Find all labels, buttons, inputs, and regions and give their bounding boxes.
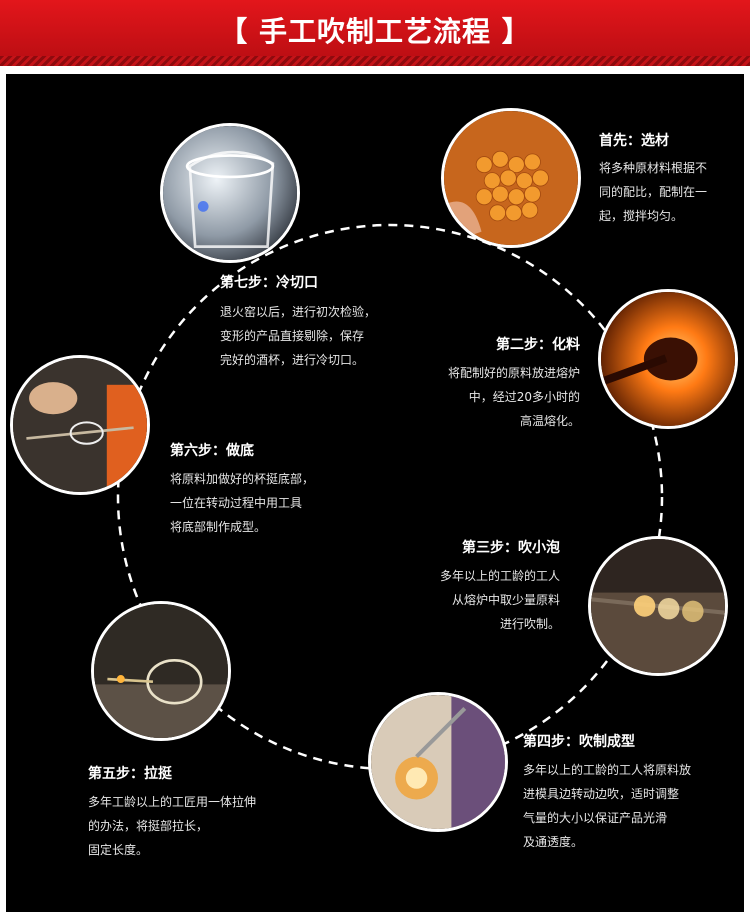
step-2-desc-line: 中，经过20多小时的 [468, 390, 580, 404]
step-4-desc: 多年以上的工龄的工人将原料放 进模具边转动边吹，适时调整 气量的大小以保证产品光… [523, 758, 738, 854]
step-1-title: 首先：选材 [599, 133, 669, 149]
step-1-desc: 将多种原材料根据不 同的配比，配制在一 起，搅拌均匀。 [599, 156, 739, 228]
page-title: 【 手工吹制工艺流程 】 [219, 15, 531, 48]
step-4-desc-line: 进模具边转动边吹，适时调整 [523, 787, 680, 801]
step-6-desc-line: 将原料加做好的杯挺底部， [170, 472, 315, 486]
step-5-desc: 多年工龄以上的工匠用一体拉伸 的办法，将挺部拉长， 固定长度。 [88, 790, 308, 862]
step-1-desc-line: 起，搅拌均匀。 [599, 209, 684, 223]
mold-blowing-photo [368, 692, 508, 832]
furnace-melting-photo [598, 289, 738, 429]
step-3-desc: 多年以上的工龄的工人 从熔炉中取少量原料 进行吹制。 [390, 564, 560, 636]
step-6-desc: 将原料加做好的杯挺底部， 一位在转动过程中用工具 将底部制作成型。 [170, 467, 370, 539]
raw-material-beads-photo [441, 108, 581, 248]
step-5-desc-line: 固定长度。 [88, 843, 149, 857]
step-7-desc: 退火窑以后，进行初次检验， 变形的产品直接剔除，保存 完好的酒杯，进行冷切口。 [220, 300, 420, 372]
step-2-title: 第二步：化料 [496, 337, 580, 353]
step-6-desc-line: 将底部制作成型。 [170, 520, 267, 534]
step-2-desc-line: 将配制好的原料放进熔炉 [447, 366, 580, 380]
step-2-desc-line: 高温熔化。 [519, 414, 580, 428]
dashed-ring [116, 223, 664, 771]
base-forming-photo [10, 355, 150, 495]
step-7-title: 第七步：冷切口 [220, 275, 318, 291]
step-3-desc-line: 进行吹制。 [499, 617, 560, 631]
step-4-desc-line: 气量的大小以保证产品光滑 [523, 811, 668, 825]
step-6-title: 第六步：做底 [170, 443, 254, 459]
header-stripe [0, 56, 750, 66]
step-5-desc-line: 多年工龄以上的工匠用一体拉伸 [88, 795, 257, 809]
step-1-desc-line: 同的配比，配制在一 [599, 185, 708, 199]
step-7-desc-line: 完好的酒杯，进行冷切口。 [220, 353, 365, 367]
step-6-desc-line: 一位在转动过程中用工具 [170, 496, 303, 510]
step-5-title: 第五步：拉挺 [88, 766, 172, 782]
step-4-desc-line: 多年以上的工龄的工人将原料放 [523, 763, 692, 777]
step-3-desc-line: 多年以上的工龄的工人 [439, 569, 560, 583]
blowing-bubble-photo [588, 536, 728, 676]
step-2-desc: 将配制好的原料放进熔炉 中，经过20多小时的 高温熔化。 [390, 361, 580, 433]
page-header: 【 手工吹制工艺流程 】 [0, 0, 750, 66]
step-7-desc-line: 退火窑以后，进行初次检验， [220, 305, 377, 319]
stem-pulling-photo [91, 601, 231, 741]
step-5-desc-line: 的办法，将挺部拉长， [88, 819, 209, 833]
step-3-title: 第三步：吹小泡 [462, 540, 560, 556]
step-3-desc-line: 从熔炉中取少量原料 [451, 593, 560, 607]
step-4-title: 第四步：吹制成型 [523, 734, 635, 750]
glass-rim-photo [160, 123, 300, 263]
step-4-desc-line: 及通透度。 [523, 835, 584, 849]
step-7-desc-line: 变形的产品直接剔除，保存 [220, 329, 365, 343]
step-1-desc-line: 将多种原材料根据不 [599, 161, 708, 175]
